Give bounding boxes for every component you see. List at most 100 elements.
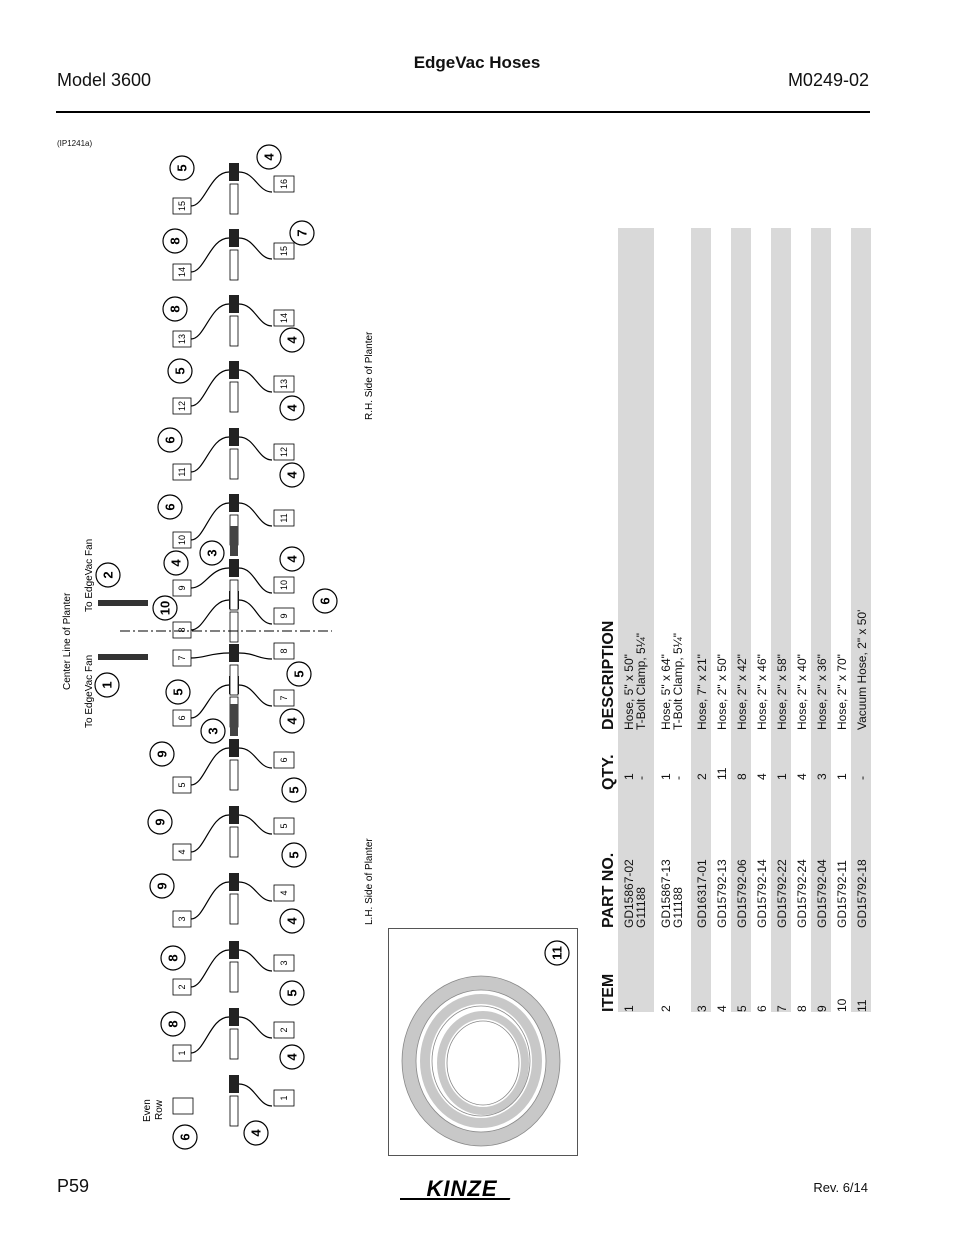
row-box-right: 7 — [273, 689, 295, 707]
row-tube — [229, 1095, 239, 1127]
callout-right: 5 — [281, 842, 307, 868]
callout-left: 6 — [157, 427, 183, 453]
callout-number: 3 — [205, 549, 220, 556]
row-number-right: 11 — [279, 513, 289, 522]
row-number-right: 12 — [279, 447, 289, 457]
row-hose-right — [238, 881, 273, 902]
lh-side-label: L.H. Side of Planter — [364, 838, 375, 925]
row-number-left: 3 — [177, 916, 187, 921]
callout-number: 5 — [285, 989, 300, 996]
row-hose-left — [190, 599, 230, 631]
row-box-right: 12 — [273, 443, 295, 461]
hose-fitting — [229, 1008, 239, 1026]
row-number-right: 2 — [279, 1027, 289, 1032]
hose-fitting — [229, 229, 239, 247]
callout-number: 6 — [163, 503, 178, 510]
kinze-logo-mark: KINZE — [397, 1176, 511, 1201]
row-hose-left — [190, 567, 230, 589]
callout-number: 5 — [171, 688, 186, 695]
row-box-left: 9 — [172, 579, 192, 597]
row-box-right: 3 — [273, 954, 295, 972]
row-number-left: 1 — [177, 1050, 187, 1055]
row-box-right: 4 — [273, 884, 295, 902]
callout-left: 3 — [200, 718, 226, 744]
row-tube — [229, 448, 239, 480]
row-number-left: 2 — [177, 984, 187, 989]
even-row-label-2: Row — [154, 1099, 165, 1120]
row-hose-right — [238, 814, 273, 835]
callout-left: 8 — [162, 228, 188, 254]
callout-right: 4 — [279, 395, 305, 421]
photo-callout-circle — [544, 940, 570, 966]
row-box-left: 14 — [172, 263, 192, 281]
hose-fitting — [229, 494, 239, 512]
row-number-left: 10 — [177, 535, 187, 545]
row-hose-left — [190, 303, 230, 340]
hose-fitting — [229, 1075, 239, 1093]
row-hose-right — [238, 369, 273, 393]
hose-fitting — [229, 295, 239, 313]
row-box-right: 1 — [273, 1089, 295, 1107]
callout-number: 8 — [166, 954, 181, 961]
callout-number: 5 — [287, 786, 302, 793]
row-box-right: 8 — [273, 642, 295, 660]
fan-label-upper: To EdgeVac Fan — [84, 539, 95, 612]
fan-label-lower: To EdgeVac Fan — [84, 655, 95, 728]
callout-number: 4 — [169, 559, 184, 567]
row-number-left: 7 — [177, 655, 187, 660]
callout-number: 6 — [178, 1133, 193, 1140]
row-hose-right — [238, 502, 273, 527]
row-number-left: 5 — [177, 782, 187, 787]
row-number-left: 15 — [177, 201, 187, 211]
callout-number: 6 — [163, 436, 178, 443]
row-hose-right — [238, 652, 273, 660]
row-box-left: 7 — [172, 649, 192, 667]
row-hose-right — [238, 1016, 273, 1039]
row-number-right: 1 — [279, 1095, 289, 1100]
callout-number: 4 — [285, 717, 300, 725]
hose-fitting — [229, 806, 239, 824]
row-number-right: 4 — [279, 890, 289, 895]
row-box-left: 5 — [172, 776, 192, 794]
page-number: P59 — [57, 1176, 90, 1196]
row-tube — [229, 249, 239, 281]
callout-number: 5 — [173, 367, 188, 374]
row-number-right: 10 — [279, 580, 289, 590]
row-hose-left — [190, 684, 230, 719]
row-number-right: 13 — [279, 379, 289, 389]
callout-number: 9 — [155, 882, 170, 889]
row-box-left: 12 — [172, 397, 192, 415]
row-box-left: 2 — [172, 978, 192, 996]
row-hose-right — [238, 747, 273, 769]
even-row-box — [172, 1097, 194, 1115]
hose-fitting — [229, 873, 239, 891]
hose-fitting — [229, 559, 239, 577]
row-number-left: 11 — [177, 467, 187, 476]
callout-right: 5 — [286, 661, 312, 687]
row-box-right: 14 — [273, 309, 295, 327]
callout-left: 10 — [152, 595, 178, 621]
seven-inch-hose — [230, 704, 238, 736]
row-number-right: 14 — [279, 313, 289, 323]
kinze-logo: KINZE — [397, 1176, 524, 1210]
callout-right: 4 — [279, 327, 305, 353]
row-number-left: 14 — [177, 267, 187, 277]
row-hose-left — [190, 436, 230, 473]
callout-left: 8 — [160, 1011, 186, 1037]
row-tube — [229, 611, 239, 643]
row-number-left: 8 — [177, 627, 187, 632]
fan-hose-lower — [98, 654, 148, 660]
vacuum-hose-photo: 11 — [388, 928, 578, 1156]
row-box-right: 11 — [273, 509, 295, 527]
row-number-right: 7 — [279, 695, 289, 700]
row-hose-left — [190, 1016, 230, 1054]
row-box-right: 15 — [273, 242, 295, 260]
row-hose-left — [190, 171, 230, 207]
logo-text: KINZE — [427, 1177, 498, 1201]
row-number-right: 3 — [279, 960, 289, 965]
row-tube — [229, 826, 239, 858]
callout-number: 3 — [206, 727, 221, 734]
revision-date: Rev. 6/14 — [813, 1180, 868, 1195]
row-tube — [229, 961, 239, 993]
